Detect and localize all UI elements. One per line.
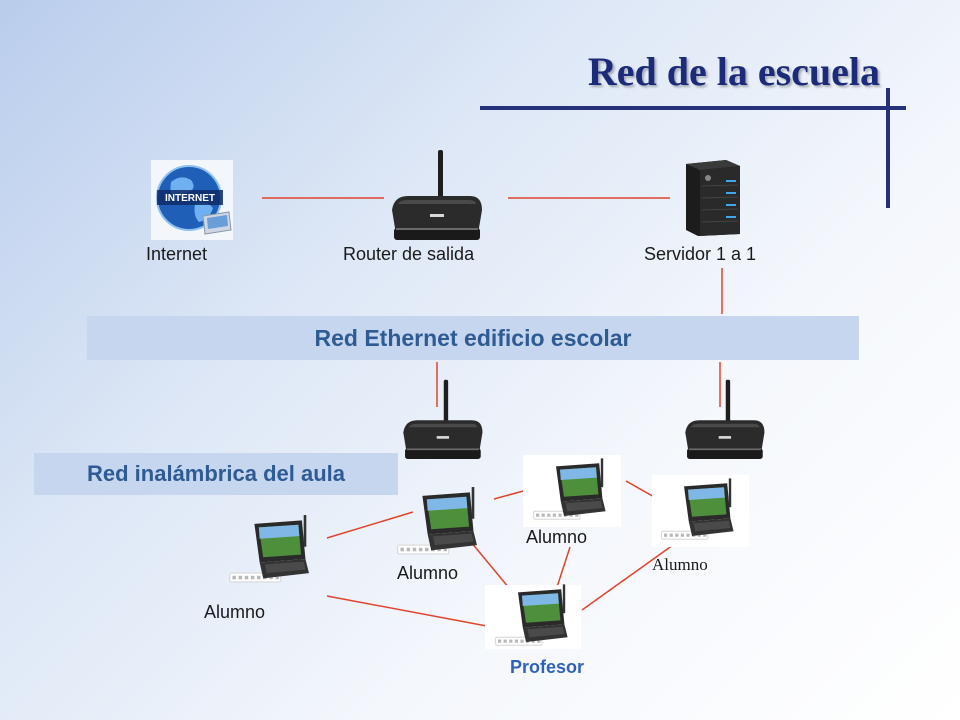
title-vertical-rule <box>886 88 890 208</box>
slide-title: Red de la escuela <box>587 49 880 94</box>
server-tower-icon <box>686 160 740 236</box>
gateway-router-node <box>386 148 486 248</box>
netbook-icon <box>390 480 490 568</box>
router-icon <box>386 148 486 248</box>
router-icon <box>398 378 486 466</box>
link-student4-teacher <box>581 539 681 611</box>
internet-badge: INTERNET <box>165 193 215 204</box>
student-laptop-3 <box>524 452 620 532</box>
title-underline <box>480 106 906 110</box>
teacher-laptop <box>486 578 582 658</box>
internet-globe-icon: INTERNET <box>151 160 233 240</box>
student-4-label: Alumno <box>652 555 708 574</box>
link-student1-student2 <box>326 511 414 539</box>
access-point-1-node <box>398 378 486 466</box>
access-point-2-node <box>680 378 768 466</box>
student-laptop-4 <box>652 472 748 552</box>
student-laptop-1 <box>222 508 322 596</box>
server-node <box>678 158 746 238</box>
netbook-icon <box>524 452 620 532</box>
student-laptop-2 <box>390 480 490 568</box>
router-icon <box>680 378 768 466</box>
internet-node: INTERNET <box>151 160 233 240</box>
server-label: Servidor 1 a 1 <box>644 244 757 264</box>
student-2-label: Alumno <box>397 563 459 583</box>
netbook-icon <box>652 472 748 552</box>
student-3-label: Alumno <box>526 527 588 547</box>
gateway-router-label: Router de salida <box>343 244 475 264</box>
link-student3-teacher <box>556 546 571 588</box>
netbook-icon <box>222 508 322 596</box>
link-student1-teacher <box>326 595 509 631</box>
student-1-label: Alumno <box>204 602 266 622</box>
wireless-network-band: Red inalámbrica del aula <box>34 453 398 495</box>
internet-label: Internet <box>146 244 208 264</box>
teacher-label: Profesor <box>510 657 585 677</box>
ethernet-network-band: Red Ethernet edificio escolar <box>87 316 859 360</box>
netbook-icon <box>486 578 582 658</box>
